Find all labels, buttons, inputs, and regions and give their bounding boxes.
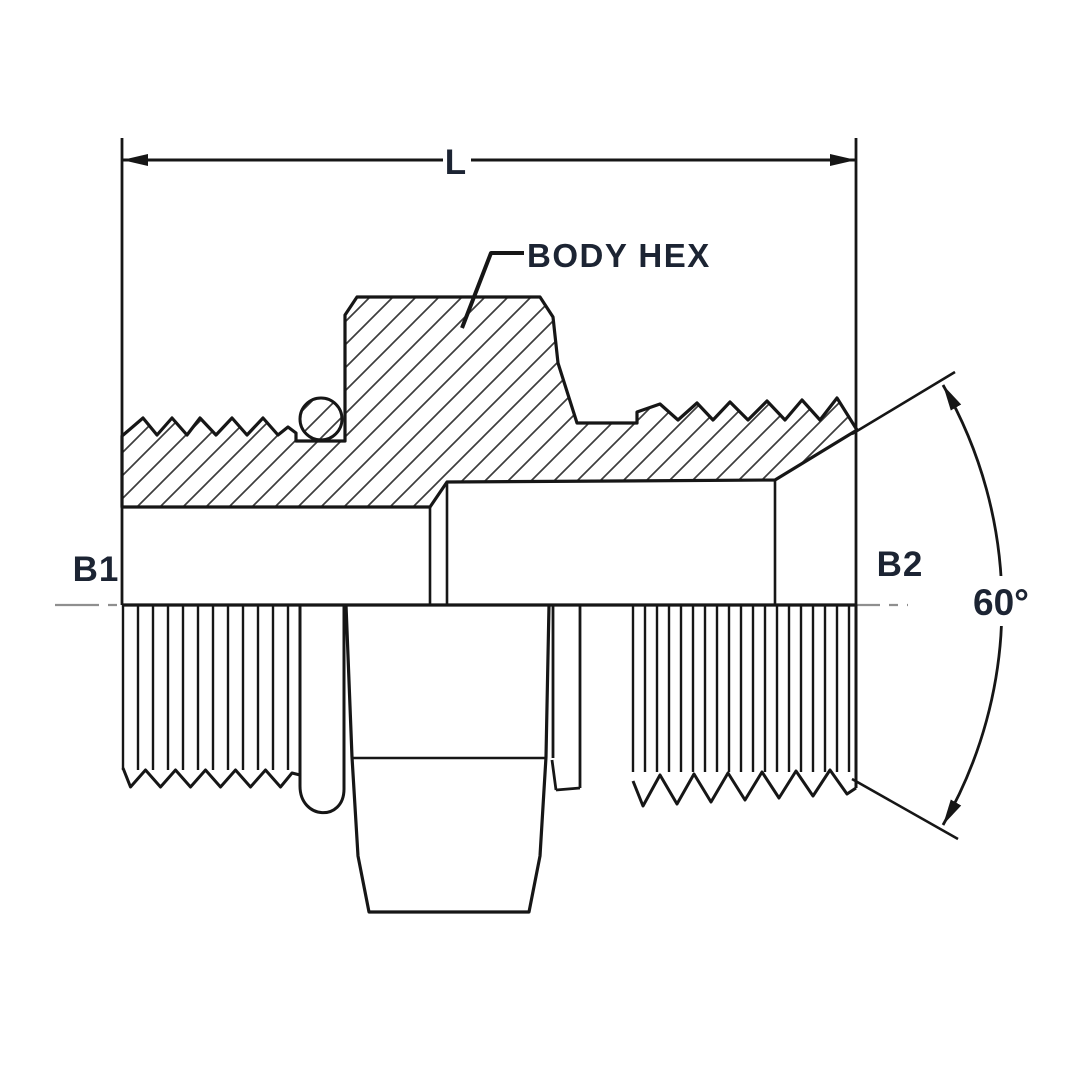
seat-angle-label: 60° <box>973 582 1029 623</box>
dimension-label: L <box>445 143 467 182</box>
hex-elevation-outline <box>344 604 551 914</box>
angle-leg-lower <box>851 777 959 841</box>
body-hex-leader-line <box>460 251 524 329</box>
body-hex-label: BODY HEX <box>527 237 711 274</box>
angle-leg-upper <box>851 370 956 436</box>
o-ring-circle <box>298 396 344 442</box>
left-thread-crest-lines <box>121 605 290 770</box>
right-thread-crest-lines <box>631 605 851 772</box>
bore-step-edges <box>428 480 777 605</box>
dimension-label-halo <box>444 142 470 178</box>
angle-label-halo <box>966 576 1036 626</box>
left-port-label: B1 <box>73 550 120 589</box>
right-port-label: B2 <box>877 545 924 584</box>
left-thread-end-profile <box>121 767 301 789</box>
drawing-labels: L BODY HEX B1 B2 60° <box>73 142 1029 623</box>
o-ring-boss-profile <box>298 605 346 815</box>
drawing-linework <box>55 138 1004 914</box>
right-thread-end-profile <box>631 768 857 808</box>
shank-edges <box>550 605 582 792</box>
section-outline <box>120 295 859 509</box>
